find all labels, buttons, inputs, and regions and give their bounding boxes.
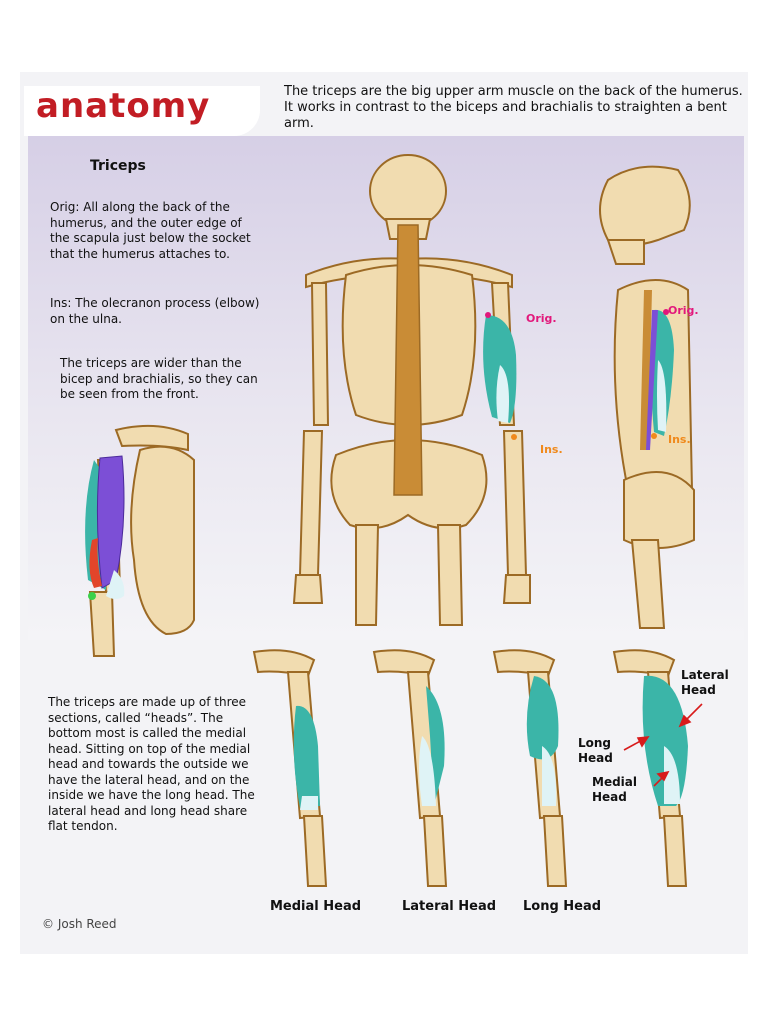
copyright-credit: © Josh Reed	[42, 917, 117, 931]
arm-long-head	[492, 649, 568, 887]
arm-medial-head	[252, 649, 328, 887]
side-origin-label: Orig.	[668, 304, 699, 317]
callout-arrows	[623, 703, 703, 787]
anatomy-logo: anatomy	[36, 86, 211, 126]
side-skeleton-illustration	[599, 165, 695, 629]
origin-text: Orig: All along the back of the humerus,…	[50, 200, 251, 261]
front-arm-illustration	[85, 424, 195, 657]
back-insertion-label: Ins.	[540, 443, 563, 456]
back-origin-label: Orig.	[526, 312, 557, 325]
caption-medial-head: Medial Head	[270, 899, 362, 914]
back-skeleton-illustration	[292, 154, 531, 626]
arm-lateral-head	[372, 649, 448, 887]
muscle-title: Triceps	[90, 158, 146, 174]
lateral-head-callout: Lateral Head	[681, 668, 729, 697]
logo-box	[24, 86, 260, 136]
side-insertion-label: Ins.	[668, 433, 691, 446]
medial-head-callout: Medial Head	[592, 775, 637, 804]
intro-text: The triceps are the big upper arm muscle…	[284, 84, 743, 131]
caption-lateral-head: Lateral Head	[402, 899, 497, 914]
heads-description: The triceps are made up of three section…	[48, 695, 255, 833]
front-view-note: The triceps are wider than the bicep and…	[60, 356, 258, 401]
insertion-text: Ins: The olecranon process (elbow) on th…	[50, 296, 260, 326]
arm-all-heads	[612, 649, 688, 887]
caption-long-head: Long Head	[523, 899, 602, 914]
long-head-callout: Long Head	[578, 736, 613, 765]
